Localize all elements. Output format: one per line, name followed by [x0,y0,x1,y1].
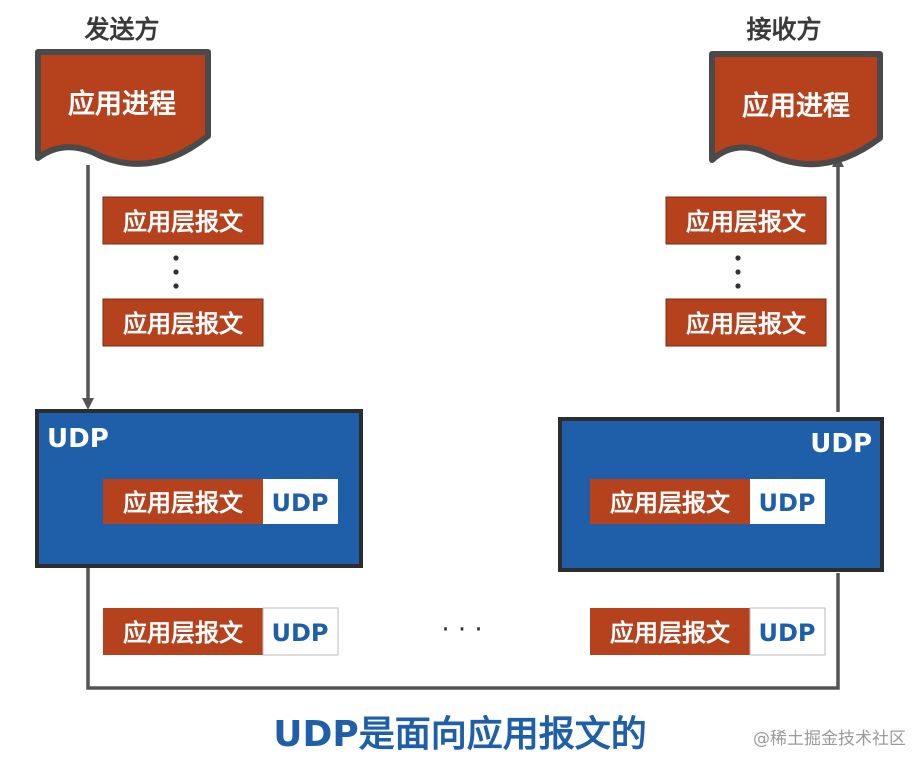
receiver-message-1-label: 应用层报文 [686,208,807,236]
receiver-segment-payload: 应用层报文 [610,489,731,517]
receiver-message-2: 应用层报文 [665,298,827,347]
sender-udp-box: UDP 应用层报文 UDP [35,409,363,568]
transit-right-header: UDP [759,619,816,647]
transit-left-payload: 应用层报文 [123,619,244,647]
sender-message-2: 应用层报文 [102,298,264,347]
receiver-udp-segment: 应用层报文 UDP [590,479,825,524]
sender-process-document: 应用进程 [35,49,211,167]
receiver-udp-label: UDP [810,429,872,459]
sender-segment-header: UDP [272,489,329,517]
transit-left-header: UDP [272,619,329,647]
receiver-process-shape [709,51,883,168]
sender-vertical-ellipsis [173,255,179,289]
receiver-vertical-ellipsis [735,255,741,289]
sender-udp-label: UDP [47,424,109,454]
transit-ellipsis: · · · [441,615,482,645]
receiver-process-label: 应用进程 [742,90,850,122]
sender-process-shape [35,49,211,167]
sender-title: 发送方 [83,15,159,44]
transit-segment-right: 应用层报文 UDP [590,607,826,656]
transit-line [86,567,840,690]
sender-process-label: 应用进程 [68,88,176,120]
receiver-message-2-label: 应用层报文 [686,310,807,338]
sender-segment-payload: 应用层报文 [123,489,244,517]
receiver-udp-box: UDP 应用层报文 UDP [558,417,884,572]
flow-lines [82,155,844,690]
sender-udp-segment: 应用层报文 UDP [103,479,338,524]
transit-segment-left: 应用层报文 UDP [103,607,339,656]
sender-message-2-label: 应用层报文 [123,310,244,338]
caption: UDP是面向应用报文的 [273,714,647,755]
receiver-message-1: 应用层报文 [665,196,827,245]
watermark: @稀土掘金技术社区 [753,729,906,749]
receiver-segment-header: UDP [759,489,816,517]
receiver-title: 接收方 [746,15,821,44]
transit-right-payload: 应用层报文 [610,619,731,647]
sender-message-1: 应用层报文 [102,196,264,245]
sender-message-1-label: 应用层报文 [123,208,244,236]
receiver-process-document: 应用进程 [709,51,883,168]
